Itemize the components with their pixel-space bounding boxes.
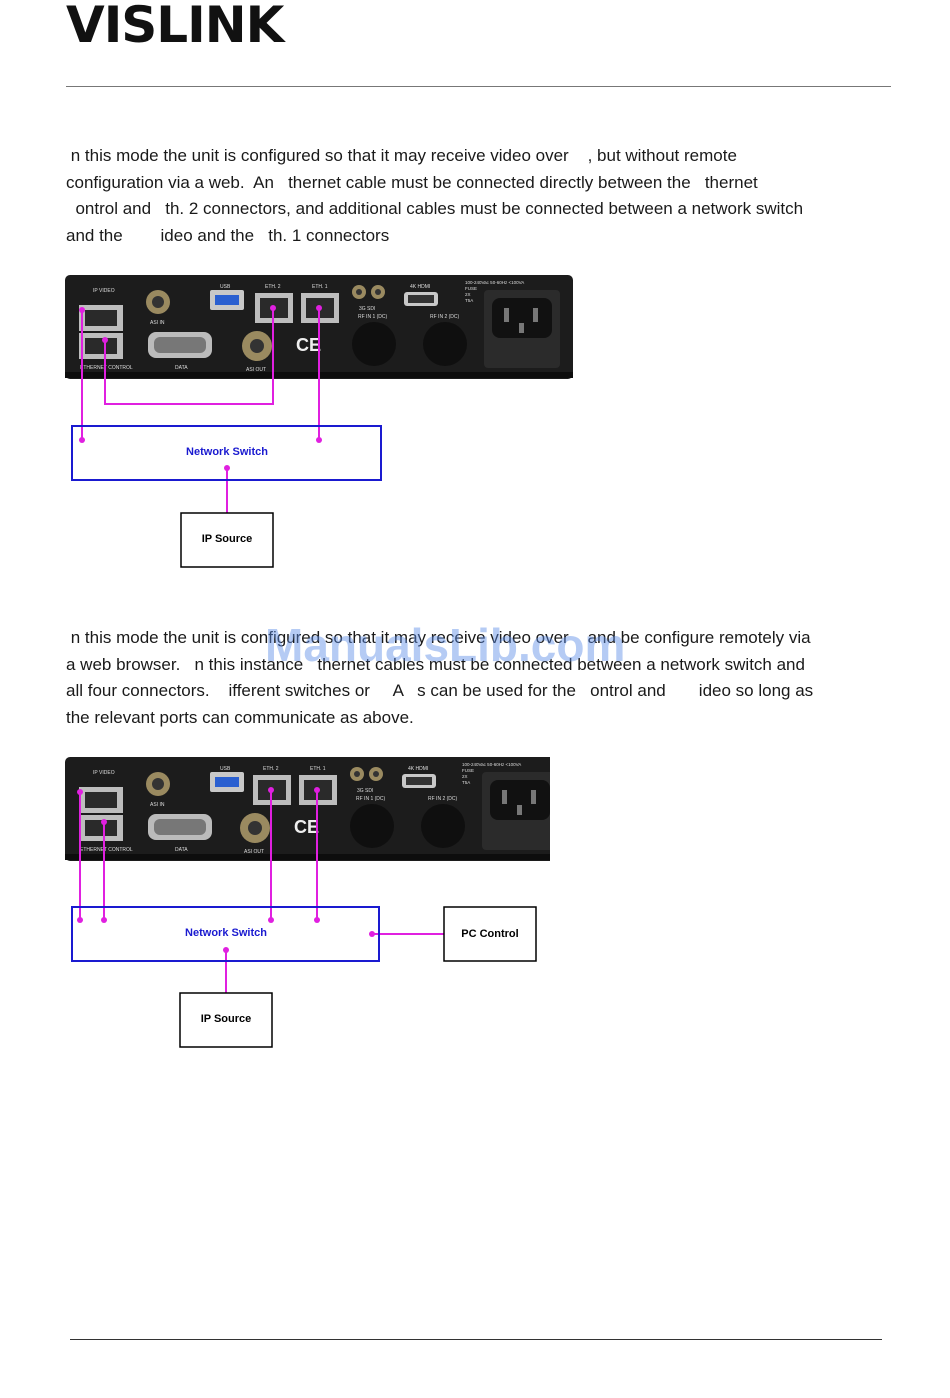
- mode1-description: n this mode the unit is configured so th…: [66, 143, 886, 249]
- label-eth1: ETH. 1: [312, 284, 328, 290]
- svg-text:ETH. 2: ETH. 2: [263, 766, 279, 772]
- svg-text:FUSE: FUSE: [462, 768, 474, 773]
- network-switch-label: Network Switch: [186, 446, 268, 458]
- label-data: DATA: [175, 365, 188, 371]
- wiring-diagram-2: IP VIDEO ETHERNET CONTROL ASI IN DATA US…: [60, 752, 550, 1052]
- text-line: all four connectors. ifferent switches o…: [66, 678, 886, 705]
- label-asi-out: ASI OUT: [246, 367, 266, 373]
- label-asi-in: ASI IN: [150, 320, 165, 326]
- svg-text:ASI IN: ASI IN: [150, 802, 165, 808]
- svg-text:ASI OUT: ASI OUT: [244, 849, 264, 855]
- watermark: ManualsLib.com: [265, 618, 625, 672]
- device-rear-panel: [65, 757, 550, 861]
- svg-text:CE: CE: [294, 817, 319, 837]
- svg-text:100-240Vac 50-60Hz <100VA: 100-240Vac 50-60Hz <100VA: [462, 762, 521, 767]
- svg-text:RF IN 2 (DC): RF IN 2 (DC): [428, 796, 458, 802]
- text-line: the relevant ports can communicate as ab…: [66, 705, 886, 732]
- network-switch-label: Network Switch: [185, 927, 267, 939]
- text-line: ontrol and th. 2 connectors, and additio…: [66, 196, 886, 223]
- label-4k-hdmi: 4K HDMI: [410, 284, 430, 290]
- ip-source-label: IP Source: [201, 1013, 252, 1025]
- vislink-logo: VISLINK: [66, 0, 283, 50]
- svg-text:2X: 2X: [462, 774, 468, 779]
- svg-text:100-240Vac 50-60Hz <100VA: 100-240Vac 50-60Hz <100VA: [465, 280, 524, 285]
- header-divider: [66, 86, 891, 87]
- svg-text:RF IN 1 (DC): RF IN 1 (DC): [356, 796, 386, 802]
- text-line: and the ideo and the th. 1 connectors: [66, 223, 886, 250]
- text-line: configuration via a web. An thernet cabl…: [66, 170, 886, 197]
- svg-text:4K HDMI: 4K HDMI: [408, 766, 428, 772]
- label-rf-in-2: RF IN 2 (DC): [430, 314, 460, 320]
- label-usb: USB: [220, 284, 231, 290]
- rf-in-2-connector: [423, 322, 467, 366]
- rf-in-1-connector: [350, 804, 394, 848]
- svg-text:USB: USB: [220, 766, 231, 772]
- svg-text:T5A: T5A: [465, 298, 473, 303]
- text-line: n this mode the unit is configured so th…: [66, 143, 886, 170]
- svg-text:IP VIDEO: IP VIDEO: [93, 770, 115, 776]
- rf-in-1-connector: [352, 322, 396, 366]
- label-ethernet-control: ETHERNET CONTROL: [80, 365, 133, 371]
- svg-text:3G SDI: 3G SDI: [357, 788, 373, 794]
- svg-text:2X: 2X: [465, 292, 471, 297]
- svg-text:ETH. 1: ETH. 1: [310, 766, 326, 772]
- svg-text:T5A: T5A: [462, 780, 470, 785]
- footer-divider: [70, 1339, 882, 1340]
- svg-text:FUSE: FUSE: [465, 286, 477, 291]
- svg-text:ETHERNET CONTROL: ETHERNET CONTROL: [80, 847, 133, 853]
- label-3g-sdi: 3G SDI: [359, 306, 375, 312]
- wiring-diagram-1: IP VIDEO ETHERNET CONTROL ASI IN DATA US…: [60, 270, 580, 575]
- ip-source-label: IP Source: [202, 533, 253, 545]
- svg-text:DATA: DATA: [175, 847, 188, 853]
- svg-text:CE: CE: [296, 335, 321, 355]
- label-eth2: ETH. 2: [265, 284, 281, 290]
- label-rf-in-1: RF IN 1 (DC): [358, 314, 388, 320]
- pc-control-label: PC Control: [461, 928, 518, 940]
- rf-in-2-connector: [421, 804, 465, 848]
- label-ip-video: IP VIDEO: [93, 288, 115, 294]
